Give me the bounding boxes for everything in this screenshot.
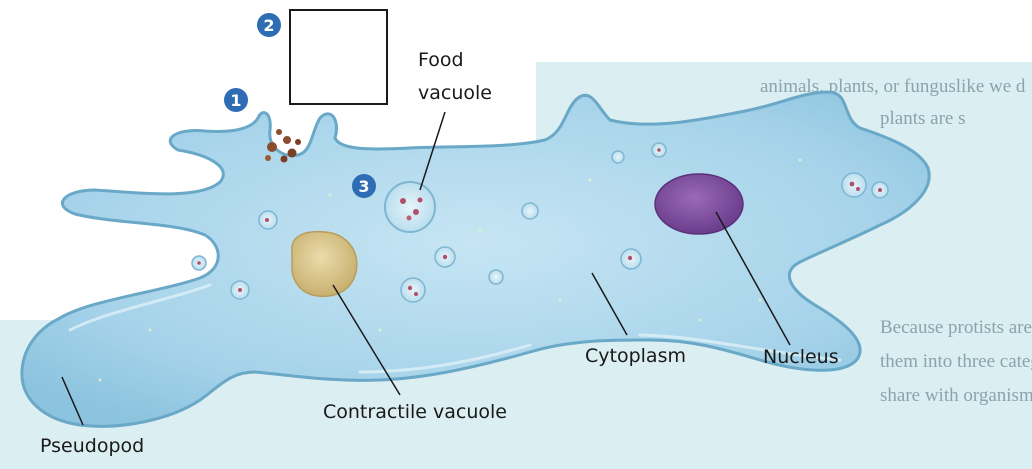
label-nucleus: Nucleus	[763, 346, 839, 368]
page-text-line-2: plants are s	[880, 108, 965, 129]
food-vacuole	[384, 181, 436, 233]
step-badge-1: 1	[224, 88, 248, 112]
page-text-line-1: animals, plants, or funguslike we d	[760, 76, 1026, 97]
page-text-line-3: Because protists are s	[880, 317, 1032, 338]
label-pseudopod: Pseudopod	[40, 435, 144, 457]
food-particles	[265, 129, 301, 163]
leader-contractile-vacuole	[332, 284, 401, 396]
page-text-line-5: share with organisms	[880, 385, 1032, 406]
label-cytoplasm: Cytoplasm	[585, 345, 686, 367]
step-badge-3-text: 3	[358, 177, 369, 196]
leader-pseudopod	[61, 376, 84, 426]
step-badge-3: 3	[352, 174, 376, 198]
label-food-vacuole-line2: vacuole	[418, 82, 492, 104]
small-vacuoles	[191, 142, 889, 303]
step-2-answer-box	[289, 9, 388, 105]
step-badge-1-text: 1	[230, 91, 241, 110]
nucleus	[654, 173, 744, 235]
amoeba-ectoplasm-edge	[68, 283, 842, 374]
contractile-vacuole	[291, 230, 358, 298]
step-badge-2: 2	[257, 13, 281, 37]
leader-cytoplasm	[591, 272, 628, 336]
label-contractile-vacuole: Contractile vacuole	[323, 401, 507, 423]
step-badge-2-text: 2	[263, 16, 274, 35]
leader-nucleus	[715, 211, 791, 346]
leader-lines	[61, 111, 791, 426]
page-text-line-4: them into three categories based	[880, 351, 1032, 372]
cytoplasm-granules	[98, 158, 802, 382]
leader-food-vacuole	[419, 111, 446, 191]
label-food-vacuole-line1: Food	[418, 49, 464, 71]
